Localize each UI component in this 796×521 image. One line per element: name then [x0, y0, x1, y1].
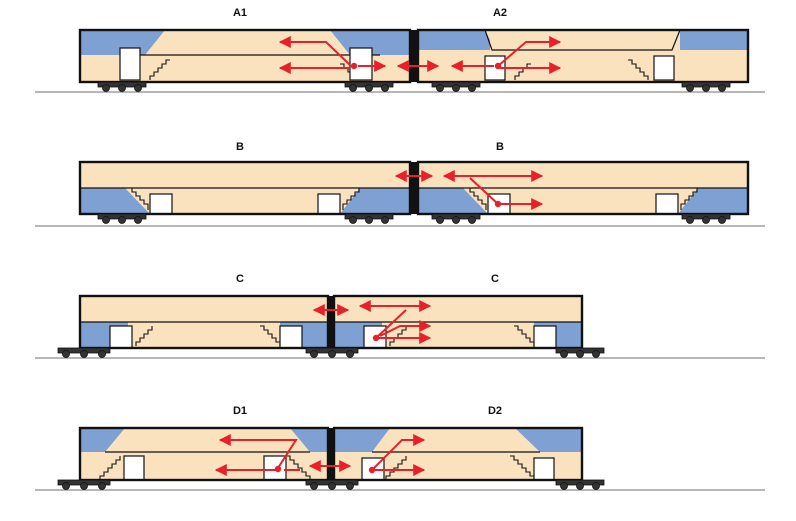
circulation-arrows	[214, 434, 426, 476]
door	[653, 55, 675, 81]
bogies	[57, 347, 605, 358]
door	[533, 325, 557, 349]
circulation-arrows	[278, 36, 562, 74]
boarding-points	[372, 334, 380, 342]
boarding-points	[274, 465, 376, 474]
car-label-c-left: C	[236, 273, 244, 285]
car-label-d1: D1	[232, 405, 248, 417]
circulation-arrows	[394, 170, 544, 210]
car-b-right	[416, 160, 750, 216]
circulation-arrows	[312, 300, 432, 344]
bogies	[97, 81, 731, 92]
train-c	[35, 294, 765, 359]
train-b	[35, 160, 765, 227]
car-label-b-left: B	[236, 141, 244, 153]
boarding-points	[350, 62, 502, 70]
train-a	[35, 28, 765, 93]
car-d1	[78, 426, 330, 482]
car-label-a1: A1	[232, 7, 248, 19]
door	[149, 193, 173, 215]
car-c-right	[332, 294, 584, 350]
car-label-b-right: B	[496, 141, 504, 153]
car-label-d2: D2	[487, 405, 503, 417]
car-label-a2: A2	[492, 7, 508, 19]
door	[279, 325, 303, 349]
bogies	[97, 213, 731, 224]
car-c-left	[78, 294, 330, 350]
bogies	[57, 479, 605, 490]
car-a1	[78, 28, 412, 84]
train-d	[35, 426, 765, 491]
door	[655, 193, 679, 215]
door	[533, 457, 555, 481]
boarding-points	[494, 200, 502, 208]
door	[317, 193, 341, 215]
car-a2	[416, 28, 750, 84]
car-label-c-right: C	[491, 273, 499, 285]
car-b-left	[78, 160, 412, 216]
door	[123, 455, 145, 481]
door	[119, 47, 141, 81]
car-d2	[332, 426, 584, 482]
door	[109, 325, 133, 349]
